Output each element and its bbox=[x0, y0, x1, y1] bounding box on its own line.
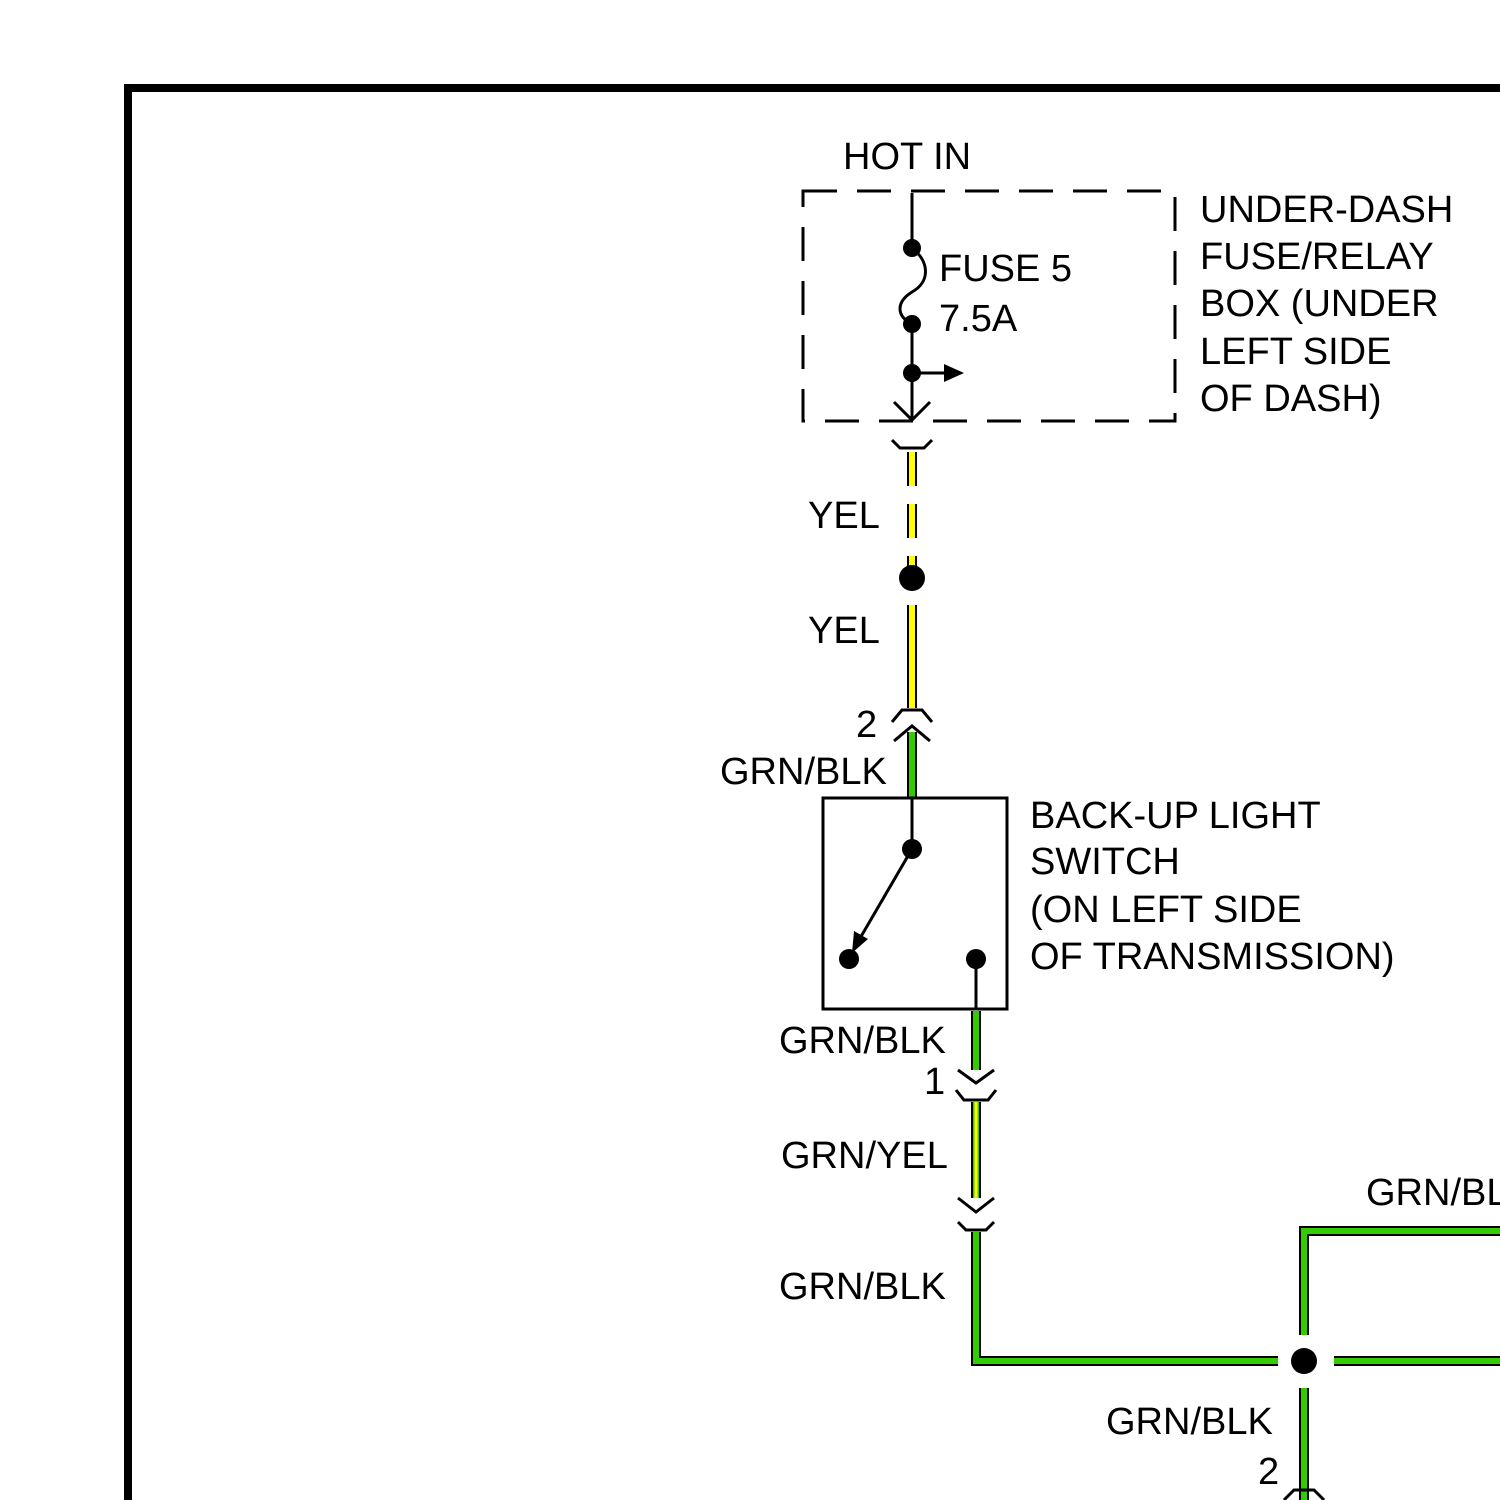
yel-lower-label: YEL bbox=[808, 610, 880, 652]
switch-label-line-3: (ON LEFT SIDE bbox=[1030, 889, 1302, 931]
fuse-5 bbox=[900, 193, 926, 420]
hot-in-label: HOT IN bbox=[843, 136, 971, 178]
switch-label-line-4: OF TRANSMISSION) bbox=[1030, 936, 1395, 978]
bottom-splice-point bbox=[1291, 1348, 1317, 1374]
grn-blk-right-label: GRN/BL bbox=[1366, 1172, 1500, 1214]
grn-blk-wire-bottom bbox=[976, 1232, 1278, 1361]
fuse-box-label-line-5: OF DASH) bbox=[1200, 378, 1382, 420]
switch-in-pin-label: 2 bbox=[856, 704, 877, 746]
fuse-rating-label: 7.5A bbox=[939, 298, 1018, 340]
fuse-box-label-line-1: UNDER-DASH bbox=[1200, 189, 1453, 231]
grn-blk-down-label: GRN/BLK bbox=[1106, 1401, 1273, 1443]
switch-label: BACK-UP LIGHT SWITCH (ON LEFT SIDE OF TR… bbox=[1030, 795, 1395, 978]
grn-yel-label: GRN/YEL bbox=[781, 1135, 948, 1177]
grn-blk-switch-out-label: GRN/BLK bbox=[779, 1020, 946, 1062]
switch-label-line-2: SWITCH bbox=[1030, 841, 1180, 883]
bottom-pin-label: 2 bbox=[1258, 1451, 1279, 1493]
fuse-relay-box-label: UNDER-DASH FUSE/RELAY BOX (UNDER LEFT SI… bbox=[1200, 189, 1464, 420]
branch-arrow-icon bbox=[912, 364, 964, 382]
grn-blk-bottom-label: GRN/BLK bbox=[779, 1266, 946, 1308]
grn-blk-switch-in-label: GRN/BLK bbox=[720, 751, 887, 793]
fuse-name-label: FUSE 5 bbox=[939, 248, 1072, 290]
switch-label-line-1: BACK-UP LIGHT bbox=[1030, 795, 1320, 837]
inline-connector bbox=[958, 1198, 994, 1230]
fuse-box-label-line-3: BOX (UNDER bbox=[1200, 283, 1439, 325]
splice-point bbox=[899, 565, 925, 591]
grn-blk-wire-right bbox=[1304, 1231, 1500, 1361]
switch-out-connector bbox=[956, 1070, 996, 1100]
yel-upper-label: YEL bbox=[808, 495, 880, 537]
fuse-box-label-line-2: FUSE/RELAY bbox=[1200, 236, 1433, 278]
backup-light-switch bbox=[823, 798, 1007, 1009]
fuse-box-label-line-4: LEFT SIDE bbox=[1200, 331, 1391, 373]
switch-out-pin-label: 1 bbox=[924, 1061, 945, 1103]
